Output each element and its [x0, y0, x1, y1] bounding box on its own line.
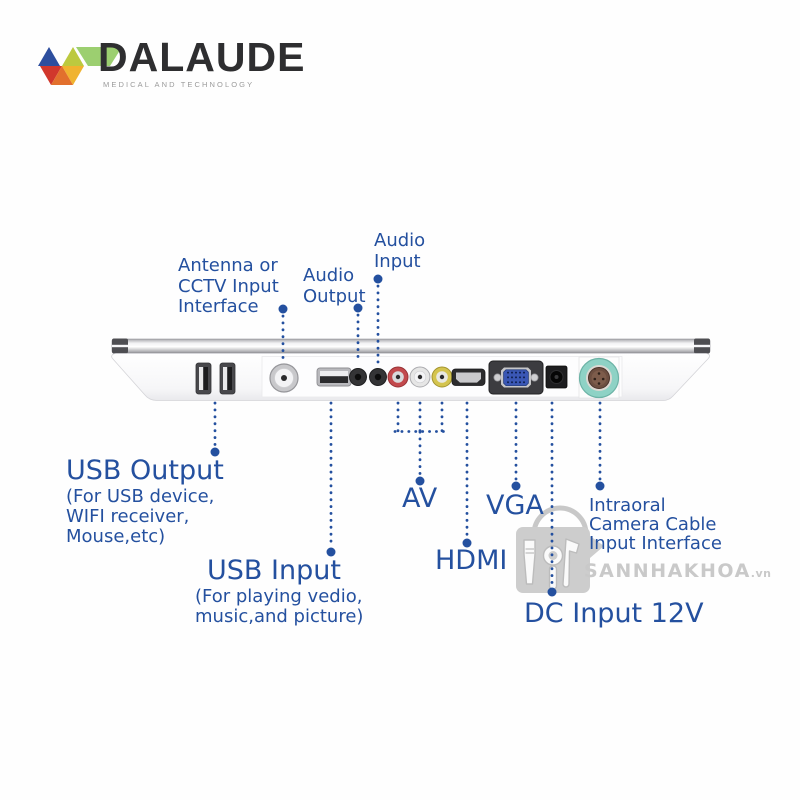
usb-output-port-2: [219, 362, 236, 395]
hdmi-label: HDMI: [435, 545, 508, 576]
leader-dots: [210, 274, 605, 597]
av-label: AV: [402, 483, 438, 514]
usb-output-sublabel: (For USB device, WIFI receiver, Mouse,et…: [66, 486, 215, 547]
rca-white-jack: [409, 366, 431, 388]
usb-input-sublabel: (For playing vedio, music,and picture): [195, 586, 364, 627]
intraoral-camera-port: [578, 356, 620, 399]
hdmi-port: [451, 368, 486, 386]
dc-input-label: DC Input 12V: [524, 598, 704, 629]
dental-handpiece-icon: [562, 538, 580, 588]
vga-label: VGA: [486, 490, 544, 521]
antenna-cctv-port: [269, 363, 299, 393]
rca-yellow-jack: [431, 366, 453, 388]
dalaude-logo-icon: [38, 47, 122, 85]
leader-lines: [213, 284, 602, 588]
usb-output-label: USB Output: [66, 455, 224, 486]
monitor-top-edge: [111, 338, 711, 354]
audio-input-label: Audio Input: [374, 230, 426, 272]
audio-output-label: Audio Output: [303, 265, 366, 307]
dc-input-port: [545, 365, 568, 389]
audio-output-jack: [349, 368, 367, 386]
dental-drill-icon: [523, 539, 536, 585]
rca-red-jack: [387, 366, 409, 388]
audio-input-jack: [369, 368, 387, 386]
antenna-cctv-label: Antenna or CCTV Input Interface: [178, 255, 279, 317]
watermark-text: SANNHAKHOA.vn: [584, 560, 772, 582]
brand-tagline: MEDICAL AND TECHNOLOGY: [103, 80, 255, 89]
usb-input-label: USB Input: [207, 555, 341, 586]
usb-input-port: [316, 367, 352, 387]
intraoral-label: Intraoral Camera Cable Input Interface: [589, 495, 722, 554]
brand-name: DALAUDE: [98, 34, 306, 80]
usb-output-port-1: [195, 362, 212, 395]
vga-port: [488, 360, 544, 395]
watermark-dental-icon: [516, 505, 604, 593]
